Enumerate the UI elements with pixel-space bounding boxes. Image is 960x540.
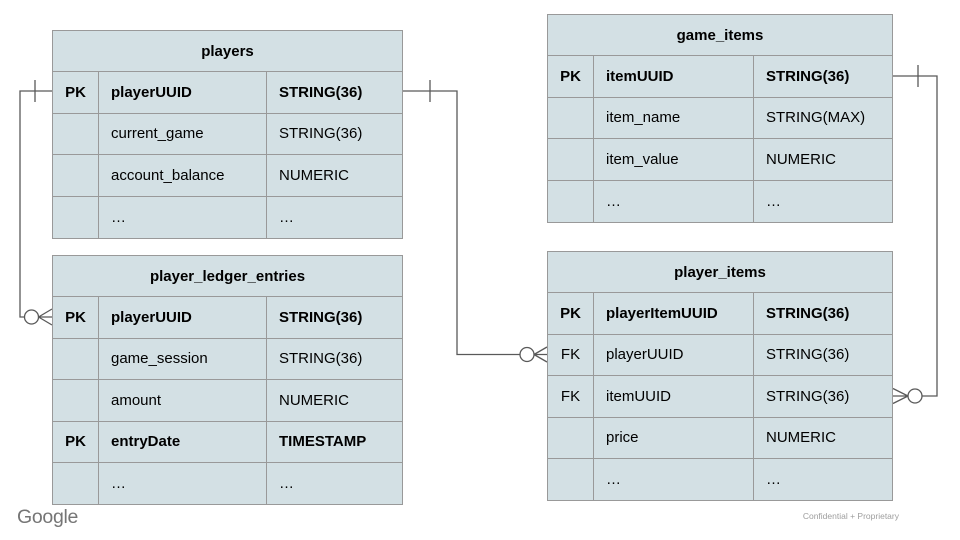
cardinality-zero-circle-icon bbox=[23, 309, 40, 325]
entity-table-players: players PK playerUUID STRING(36) current… bbox=[52, 30, 403, 239]
key-cell bbox=[53, 380, 99, 421]
table-title: players bbox=[53, 31, 402, 73]
column-type-cell: TIMESTAMP bbox=[279, 433, 367, 451]
column-type-cell: … bbox=[279, 475, 294, 493]
column-name-cell: account_balance bbox=[99, 155, 267, 196]
key-cell bbox=[53, 113, 99, 155]
column-name-cell: … bbox=[99, 462, 267, 505]
column-name-cell: … bbox=[99, 196, 267, 238]
table-row: item_value NUMERIC bbox=[548, 139, 892, 181]
table-row: … … bbox=[53, 462, 402, 505]
cardinality-zero-circle-icon bbox=[519, 346, 535, 363]
column-name-cell: … bbox=[594, 458, 754, 501]
connector-line bbox=[893, 75, 938, 397]
table-row: game_session STRING(36) bbox=[53, 338, 402, 381]
column-type-cell: STRING(36) bbox=[279, 309, 363, 327]
table-row: FK playerUUID STRING(36) bbox=[548, 334, 892, 377]
column-type-cell: NUMERIC bbox=[766, 429, 836, 447]
column-type-cell: STRING(36) bbox=[279, 84, 363, 102]
column-name-cell: itemUUID bbox=[594, 376, 754, 417]
cardinality-many-crowfoot-icon bbox=[533, 346, 548, 363]
table-title: player_items bbox=[548, 252, 892, 294]
column-name-cell: amount bbox=[99, 380, 267, 421]
column-name-cell: itemUUID bbox=[594, 56, 754, 97]
column-name-cell: playerItemUUID bbox=[594, 293, 754, 334]
column-type-cell: … bbox=[766, 471, 781, 489]
entity-table-game-items: game_items PK itemUUID STRING(36) item_n… bbox=[547, 14, 893, 223]
key-cell: FK bbox=[548, 376, 594, 417]
key-cell: PK bbox=[53, 297, 99, 338]
table-row: account_balance NUMERIC bbox=[53, 155, 402, 197]
connector-game-items-to-player-items bbox=[892, 65, 938, 405]
column-name-cell: … bbox=[594, 180, 754, 222]
table-row: PK playerItemUUID STRING(36) bbox=[548, 293, 892, 335]
table-row: PK playerUUID STRING(36) bbox=[53, 297, 402, 339]
table-row: item_name STRING(MAX) bbox=[548, 97, 892, 140]
column-type-cell: STRING(36) bbox=[766, 387, 850, 405]
key-cell bbox=[548, 417, 594, 458]
column-type-cell: STRING(36) bbox=[766, 346, 850, 364]
key-cell bbox=[548, 139, 594, 180]
key-cell bbox=[548, 97, 594, 139]
key-cell bbox=[548, 180, 594, 222]
column-type-cell: NUMERIC bbox=[766, 150, 836, 168]
key-cell: PK bbox=[53, 72, 99, 113]
column-name-cell: playerUUID bbox=[99, 72, 267, 113]
key-cell: FK bbox=[548, 334, 594, 376]
entity-table-player-ledger-entries: player_ledger_entries PK playerUUID STRI… bbox=[52, 255, 403, 506]
key-cell bbox=[53, 196, 99, 238]
cardinality-many-crowfoot-icon bbox=[38, 308, 53, 326]
connector-line bbox=[19, 90, 52, 318]
column-name-cell: game_session bbox=[99, 338, 267, 380]
connector-line bbox=[403, 90, 520, 356]
column-name-cell: playerUUID bbox=[594, 334, 754, 376]
column-type-cell: STRING(36) bbox=[279, 125, 363, 143]
column-name-cell: price bbox=[594, 417, 754, 458]
table-row: price NUMERIC bbox=[548, 417, 892, 459]
key-cell: PK bbox=[548, 293, 594, 334]
column-name-cell: current_game bbox=[99, 113, 267, 155]
table-row: FK itemUUID STRING(36) bbox=[548, 376, 892, 418]
column-type-cell: NUMERIC bbox=[279, 166, 349, 184]
table-title: player_ledger_entries bbox=[53, 256, 402, 298]
table-row: current_game STRING(36) bbox=[53, 113, 402, 156]
table-row: … … bbox=[53, 196, 402, 238]
table-row: PK itemUUID STRING(36) bbox=[548, 56, 892, 98]
key-cell bbox=[53, 462, 99, 505]
cardinality-zero-circle-icon bbox=[907, 388, 923, 404]
key-cell bbox=[53, 155, 99, 196]
column-type-cell: STRING(36) bbox=[766, 305, 850, 323]
key-cell bbox=[548, 458, 594, 501]
cardinality-many-crowfoot-icon bbox=[892, 387, 909, 405]
column-type-cell: … bbox=[766, 192, 781, 210]
column-name-cell: playerUUID bbox=[99, 297, 267, 338]
connector-players-to-player-ledger-entries bbox=[19, 80, 53, 326]
table-row: amount NUMERIC bbox=[53, 380, 402, 422]
table-row: … … bbox=[548, 458, 892, 501]
column-type-cell: … bbox=[279, 208, 294, 226]
confidentiality-note: Confidential + Proprietary bbox=[802, 511, 899, 521]
table-row: … … bbox=[548, 180, 892, 222]
table-row: PK entryDate TIMESTAMP bbox=[53, 421, 402, 463]
column-type-cell: STRING(36) bbox=[766, 68, 850, 86]
entity-table-player-items: player_items PK playerItemUUID STRING(36… bbox=[547, 251, 893, 502]
column-type-cell: STRING(MAX) bbox=[766, 109, 866, 127]
table-row: PK playerUUID STRING(36) bbox=[53, 72, 402, 114]
column-type-cell: STRING(36) bbox=[279, 350, 363, 368]
column-name-cell: item_name bbox=[594, 97, 754, 139]
key-cell bbox=[53, 338, 99, 380]
column-type-cell: NUMERIC bbox=[279, 391, 349, 409]
key-cell: PK bbox=[53, 421, 99, 462]
google-logo: Google bbox=[17, 506, 79, 528]
connector-players-to-player-items bbox=[403, 80, 548, 363]
key-cell: PK bbox=[548, 56, 594, 97]
column-name-cell: entryDate bbox=[99, 421, 267, 462]
column-name-cell: item_value bbox=[594, 139, 754, 180]
table-title: game_items bbox=[548, 15, 892, 57]
